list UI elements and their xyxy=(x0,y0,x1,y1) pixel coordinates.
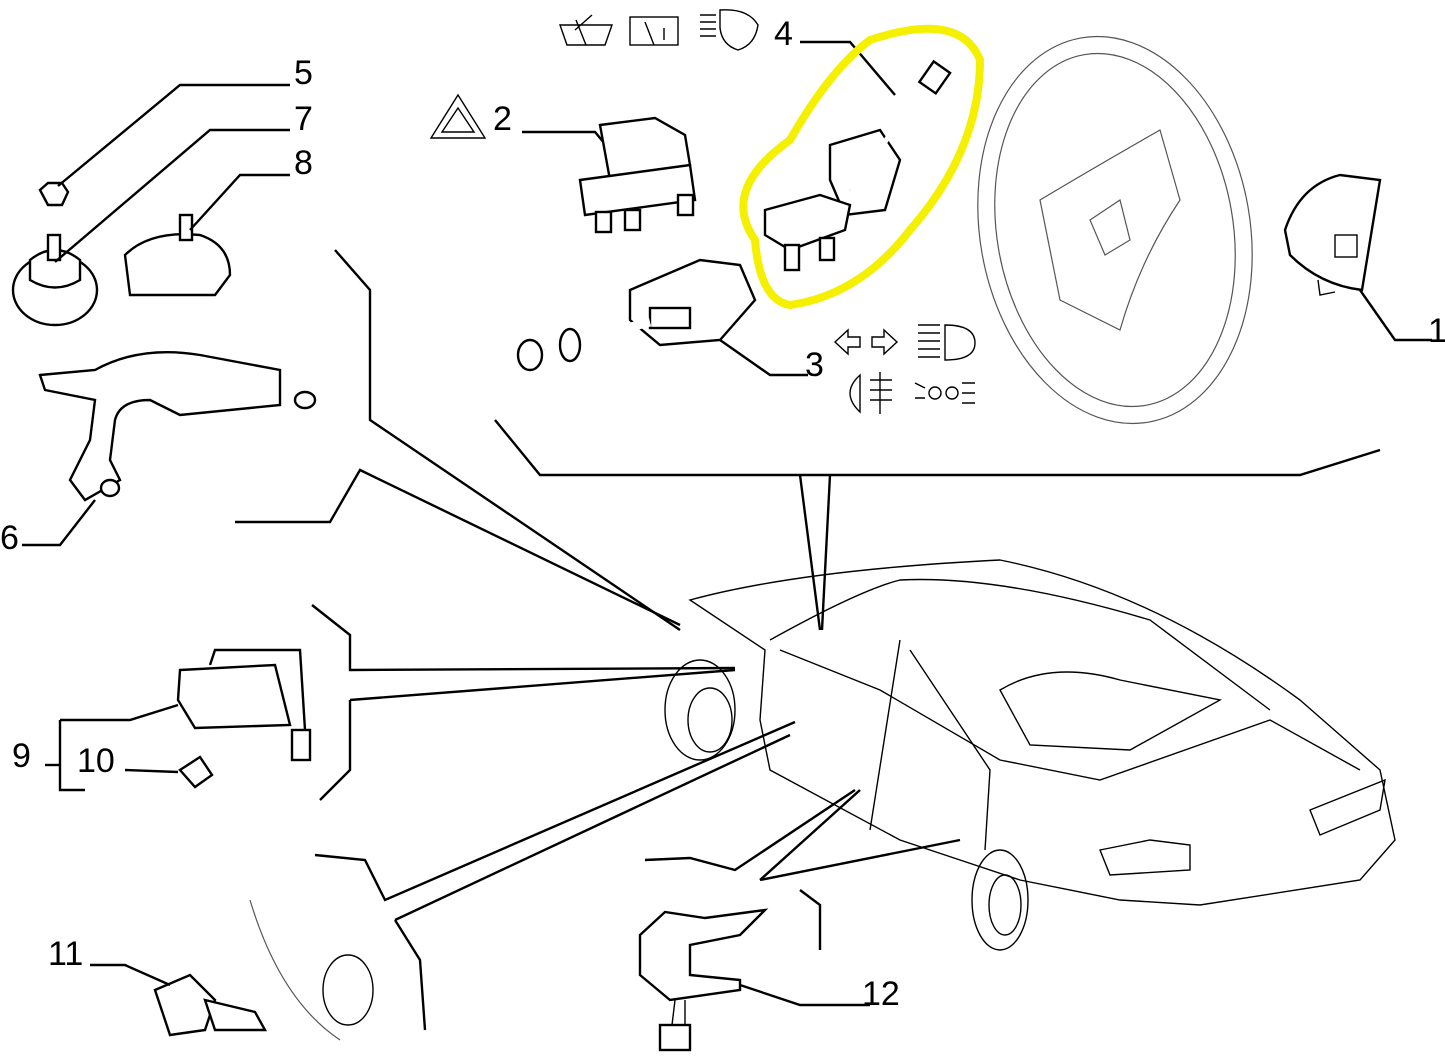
label-9: 9 xyxy=(12,737,31,775)
part-6-bracket xyxy=(22,350,317,547)
part-5-nut xyxy=(38,83,290,207)
part-8-horn xyxy=(123,173,290,297)
label-12: 12 xyxy=(862,975,900,1013)
part-7-horn xyxy=(11,128,290,327)
label-8: 8 xyxy=(294,144,313,182)
part-11-switch xyxy=(90,963,268,1037)
wiper-symbols xyxy=(559,9,759,51)
label-4: 4 xyxy=(774,15,793,53)
part-3-light-stalk xyxy=(516,258,808,377)
label-11: 11 xyxy=(48,935,83,973)
label-1: 1 xyxy=(1428,312,1445,350)
part-2-hazard-switch xyxy=(429,93,697,234)
label-10: 10 xyxy=(77,742,115,780)
light-symbols xyxy=(833,324,976,414)
car-outline xyxy=(249,559,1396,1041)
label-7: 7 xyxy=(294,100,313,138)
label-5: 5 xyxy=(294,54,313,92)
label-6: 6 xyxy=(0,519,19,557)
part-10-bulb xyxy=(124,755,214,789)
part-4-wiper-stalk xyxy=(763,40,952,272)
part-12-door-switch xyxy=(638,908,870,1052)
leader-lines xyxy=(235,249,1381,1031)
part-9-courtesy-lamp xyxy=(45,648,312,792)
part-1-horn-pad xyxy=(1283,173,1432,342)
highlight-outline xyxy=(739,24,985,310)
label-2: 2 xyxy=(493,100,512,138)
label-3: 3 xyxy=(805,346,824,384)
steering-wheel xyxy=(977,35,1253,425)
